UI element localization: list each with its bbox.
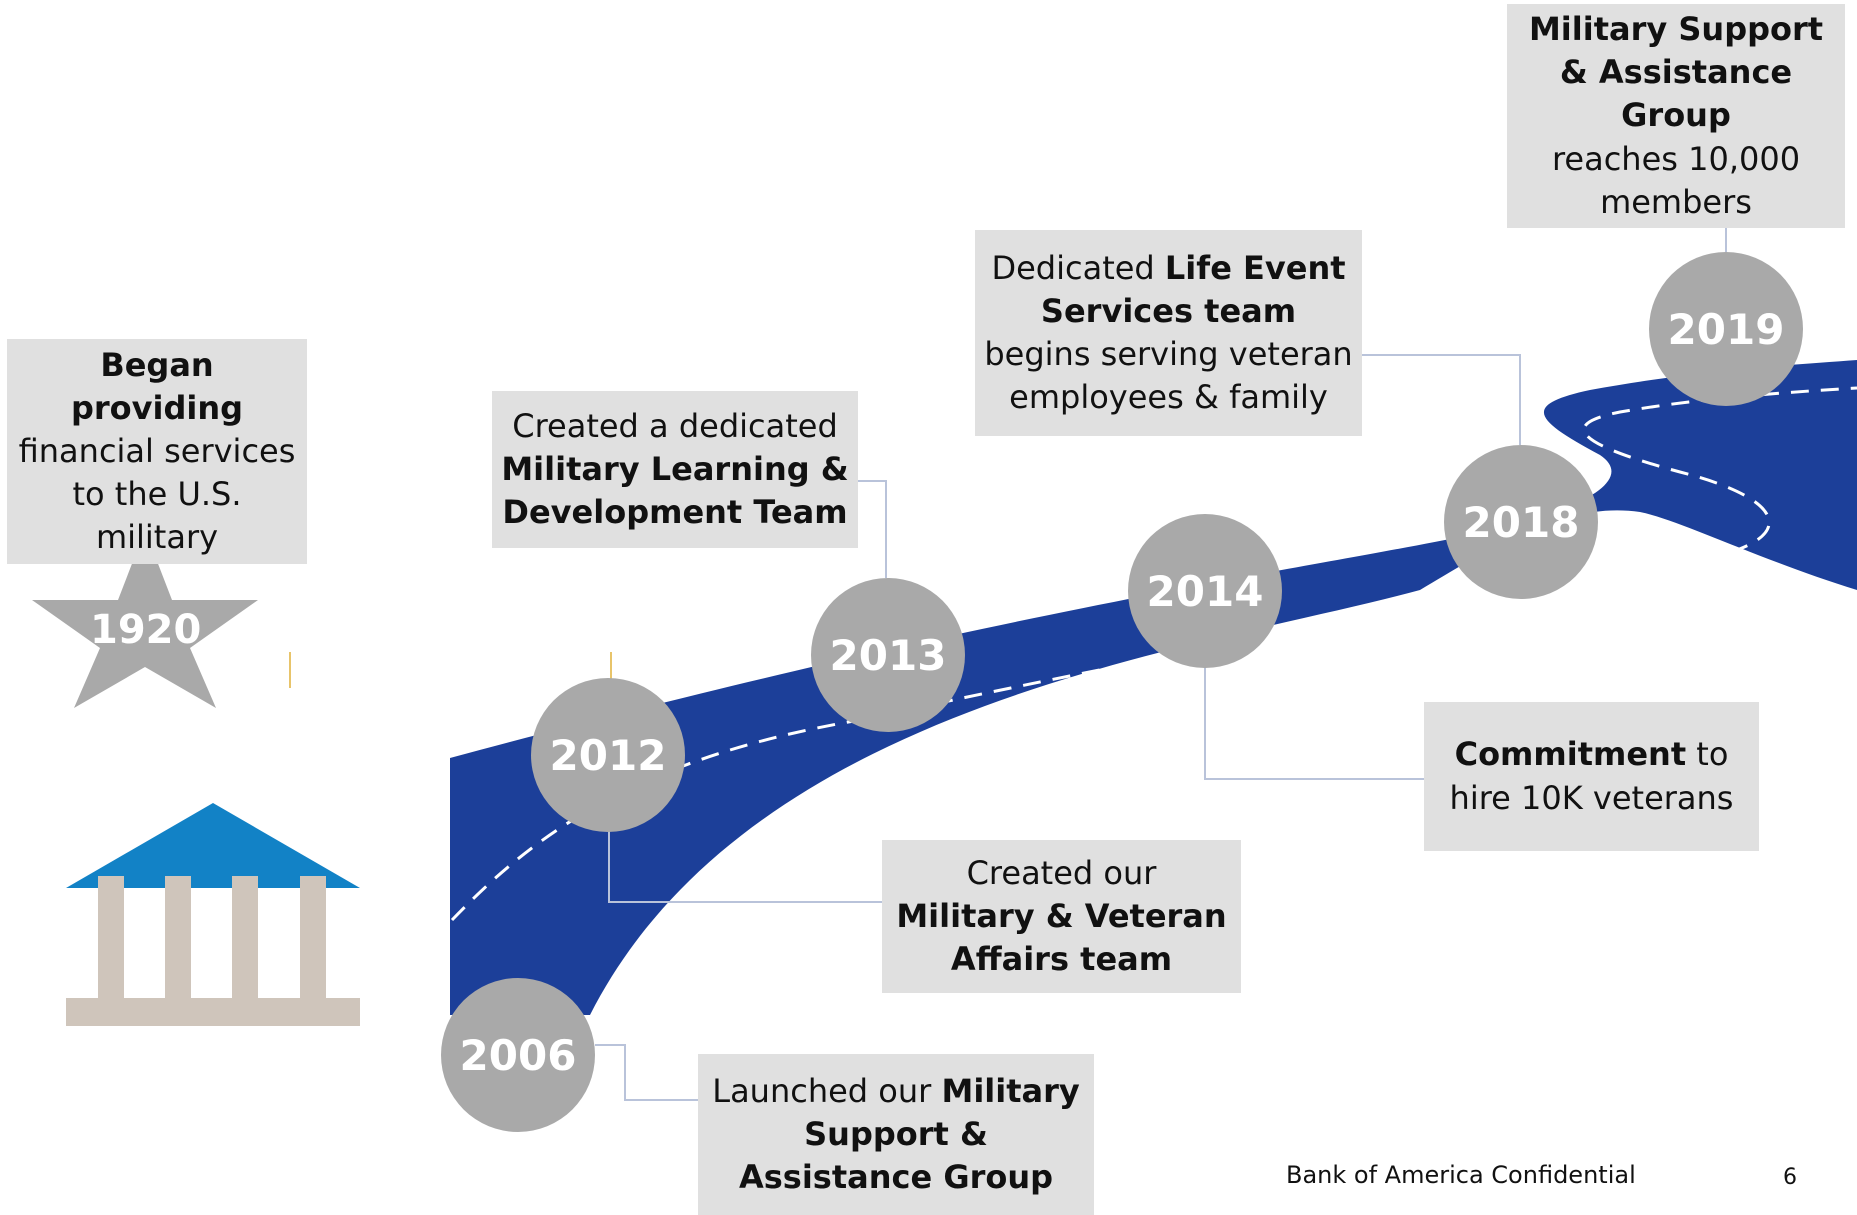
year-2006-circle: 2006	[441, 978, 595, 1132]
milestone-2012-bold: Military & Veteran Affairs team	[896, 896, 1227, 979]
milestone-1920-text: financial services to the U.S. military	[18, 431, 296, 557]
footer-page-number: 6	[1783, 1165, 1797, 1190]
connector-2013	[858, 480, 887, 578]
milestone-2013-box: Created a dedicated Military Learning & …	[492, 391, 858, 548]
year-2019-circle: 2019	[1649, 252, 1803, 406]
milestone-2019-text: reaches 10,000 members	[1551, 139, 1801, 221]
milestone-2018-text-after: begins serving veteran employees & famil…	[984, 335, 1353, 417]
milestone-1920-bold: Began providing	[70, 345, 244, 427]
milestone-2018-text-before: Dedicated	[991, 248, 1165, 287]
connector-2018	[1362, 354, 1521, 445]
connector-2012	[608, 830, 882, 903]
milestone-2018-bold: Life Event Services team	[1040, 248, 1346, 330]
year-2018-circle: 2018	[1444, 445, 1598, 599]
milestone-2012-box: Created our Military & Veteran Affairs t…	[882, 840, 1241, 993]
milestone-2012-text: Created our	[966, 853, 1157, 892]
milestone-2006-box: Launched our Military Support & Assistan…	[698, 1054, 1094, 1215]
milestone-2018-box: Dedicated Life Event Services team begin…	[975, 230, 1362, 436]
year-2012-circle: 2012	[531, 678, 685, 832]
milestone-2014-box: Commitment to hire 10K veterans	[1424, 702, 1759, 851]
connector-2006	[595, 1044, 698, 1101]
footer-confidential: Bank of America Confidential	[1286, 1161, 1636, 1189]
milestone-2006-text: Launched our	[712, 1071, 942, 1110]
road-centre-line	[450, 386, 1857, 922]
connector-2014	[1204, 667, 1424, 780]
road-icon	[450, 360, 1857, 1015]
milestone-1920-box: Began providing financial services to th…	[7, 339, 307, 564]
milestone-2019-box: Military Support & Assistance Group reac…	[1507, 4, 1845, 228]
year-2014-circle: 2014	[1128, 514, 1282, 668]
star-icon	[32, 530, 258, 708]
milestone-2014-text: to hire 10K veterans	[1449, 735, 1734, 817]
milestone-2013-bold: Military Learning & Development Team	[501, 449, 849, 532]
year-2013-circle: 2013	[811, 578, 965, 732]
bank-building-icon	[66, 803, 360, 1026]
milestone-2013-text: Created a dedicated	[512, 406, 838, 445]
year-1920-label: 1920	[90, 607, 202, 653]
milestone-2006-bold: Military Support & Assistance Group	[738, 1071, 1080, 1197]
milestone-2019-bold: Military Support & Assistance Group	[1528, 10, 1824, 135]
milestone-2014-bold: Commitment	[1454, 735, 1687, 774]
